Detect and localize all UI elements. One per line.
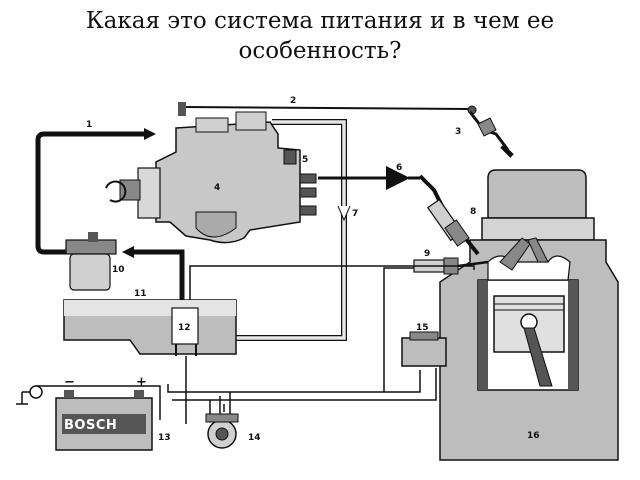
fuel-filter: [65, 232, 117, 291]
label-9: 9: [424, 249, 430, 259]
filter-to-tank-line: [122, 246, 185, 300]
label-13: 13: [158, 433, 171, 443]
label-14: 14: [248, 433, 261, 443]
label-15: 15: [416, 323, 429, 333]
label-7: 7: [352, 209, 358, 219]
accelerator-pedal: [468, 111, 514, 158]
label-10: 10: [112, 265, 125, 275]
fuel-feed-line: [35, 128, 156, 255]
label-1: 1: [86, 120, 92, 130]
fuel-injector: [418, 174, 480, 256]
page-title: Какая это система питания и в чем ее осо…: [0, 6, 640, 66]
battery-plus: +: [136, 375, 147, 390]
engine-block: [439, 169, 619, 461]
fuel-level-sender: [171, 307, 199, 356]
label-12: 12: [178, 323, 191, 333]
label-4: 4: [214, 183, 220, 193]
battery-minus: −: [64, 375, 75, 390]
label-3: 3: [455, 127, 461, 137]
throttle-linkage: [178, 102, 477, 116]
glow-control-relay: [401, 331, 447, 367]
battery: [16, 385, 153, 451]
battery-brand: BOSCH: [64, 418, 117, 433]
fuel-tank: [63, 299, 237, 355]
label-8: 8: [470, 207, 476, 217]
ignition-switch: [205, 413, 239, 449]
electrical-wiring: [36, 265, 475, 424]
label-11: 11: [134, 289, 147, 299]
label-5: 5: [302, 155, 308, 165]
label-2: 2: [290, 96, 296, 106]
injection-pump: [105, 111, 317, 244]
title-line-2: особенность?: [238, 38, 402, 64]
label-6: 6: [396, 163, 402, 173]
label-16: 16: [527, 431, 540, 441]
return-line: [226, 119, 351, 341]
title-line-1: Какая это система питания и в чем ее: [85, 8, 555, 34]
